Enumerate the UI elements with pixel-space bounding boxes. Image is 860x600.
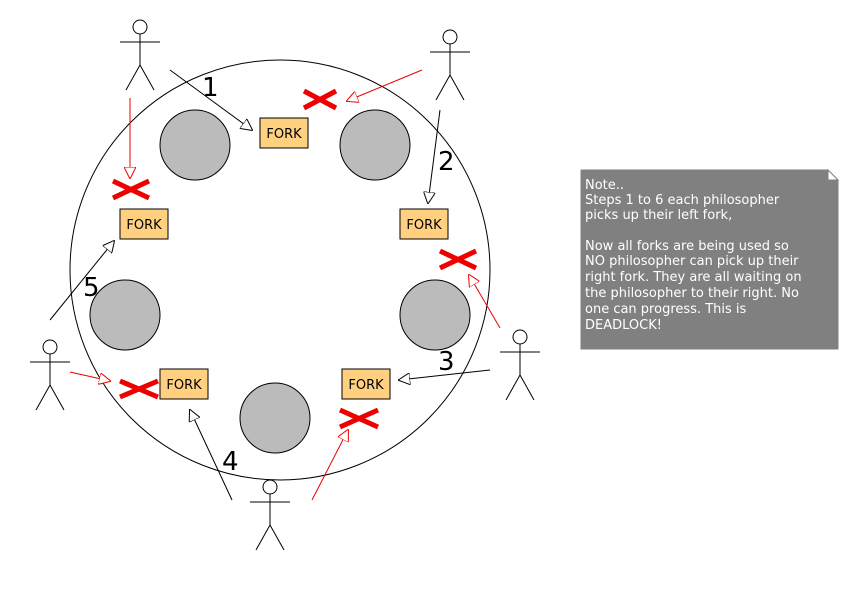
note-line: right fork. They are all waiting on: [585, 270, 802, 285]
plate: [89, 279, 161, 351]
blocked-arrow: [69, 371, 110, 381]
pickup-arrow: [49, 241, 114, 321]
note-text: Note.. Steps 1 to 6 each philosopher pic…: [585, 178, 806, 333]
step-number: 1: [202, 73, 219, 103]
step-number: 4: [222, 447, 239, 477]
pickup-arrow: [190, 410, 233, 501]
step-number: 2: [438, 147, 455, 177]
philosopher-figure: [430, 29, 470, 101]
pickup-arrow: [399, 369, 491, 380]
fork-label: FORK: [406, 218, 442, 233]
fork-label: FORK: [126, 218, 162, 233]
philosopher-figure: [250, 479, 290, 551]
philosopher-figure: [120, 19, 160, 91]
fork-box: FORK: [399, 208, 449, 240]
blocked-arrow: [469, 275, 501, 329]
blocked-x-icon: [438, 248, 478, 271]
fork-label: FORK: [166, 378, 202, 393]
blocked-x-icon: [111, 178, 151, 201]
note-line: picks up their left fork,: [585, 208, 732, 223]
pickup-arrows: [49, 69, 491, 501]
pickup-arrow: [428, 109, 441, 203]
blocked-arrow: [311, 430, 348, 501]
fork-box: FORK: [341, 368, 391, 400]
step-number: 5: [83, 273, 100, 303]
blocked-x-icon: [338, 407, 380, 430]
note-line: NO philosopher can pick up their: [585, 254, 799, 269]
fork-box: FORK: [119, 208, 169, 240]
step-number: 3: [438, 347, 455, 377]
plates: [89, 109, 471, 454]
plate: [159, 109, 231, 181]
note-line: Note..: [585, 178, 624, 193]
plate: [239, 382, 311, 454]
note-box: Note.. Steps 1 to 6 each philosopher pic…: [580, 168, 840, 350]
philosopher-figure: [500, 329, 540, 401]
fork-label: FORK: [266, 127, 302, 142]
plate: [399, 279, 471, 351]
table-circle: [69, 59, 491, 481]
blocked-x-icon: [119, 378, 159, 400]
blocked-arrows: [69, 69, 501, 501]
note-line: Steps 1 to 6 each philosopher: [585, 193, 780, 208]
blocked-arrow: [347, 69, 423, 101]
plate: [339, 109, 411, 181]
fork-box: FORK: [259, 117, 309, 149]
pickup-arrow: [169, 69, 252, 130]
blocked-x-marks: [111, 88, 478, 430]
fork-box: FORK: [159, 368, 209, 400]
note-line: one can progress. This is: [585, 302, 747, 317]
note-line: Now all forks are being used so: [585, 239, 789, 254]
note-line: the philosopher to their right. No: [585, 286, 799, 301]
note-line: DEADLOCK!: [585, 318, 662, 333]
blocked-x-icon: [302, 88, 338, 111]
philosopher-figure: [30, 339, 70, 411]
fork-label: FORK: [348, 378, 384, 393]
